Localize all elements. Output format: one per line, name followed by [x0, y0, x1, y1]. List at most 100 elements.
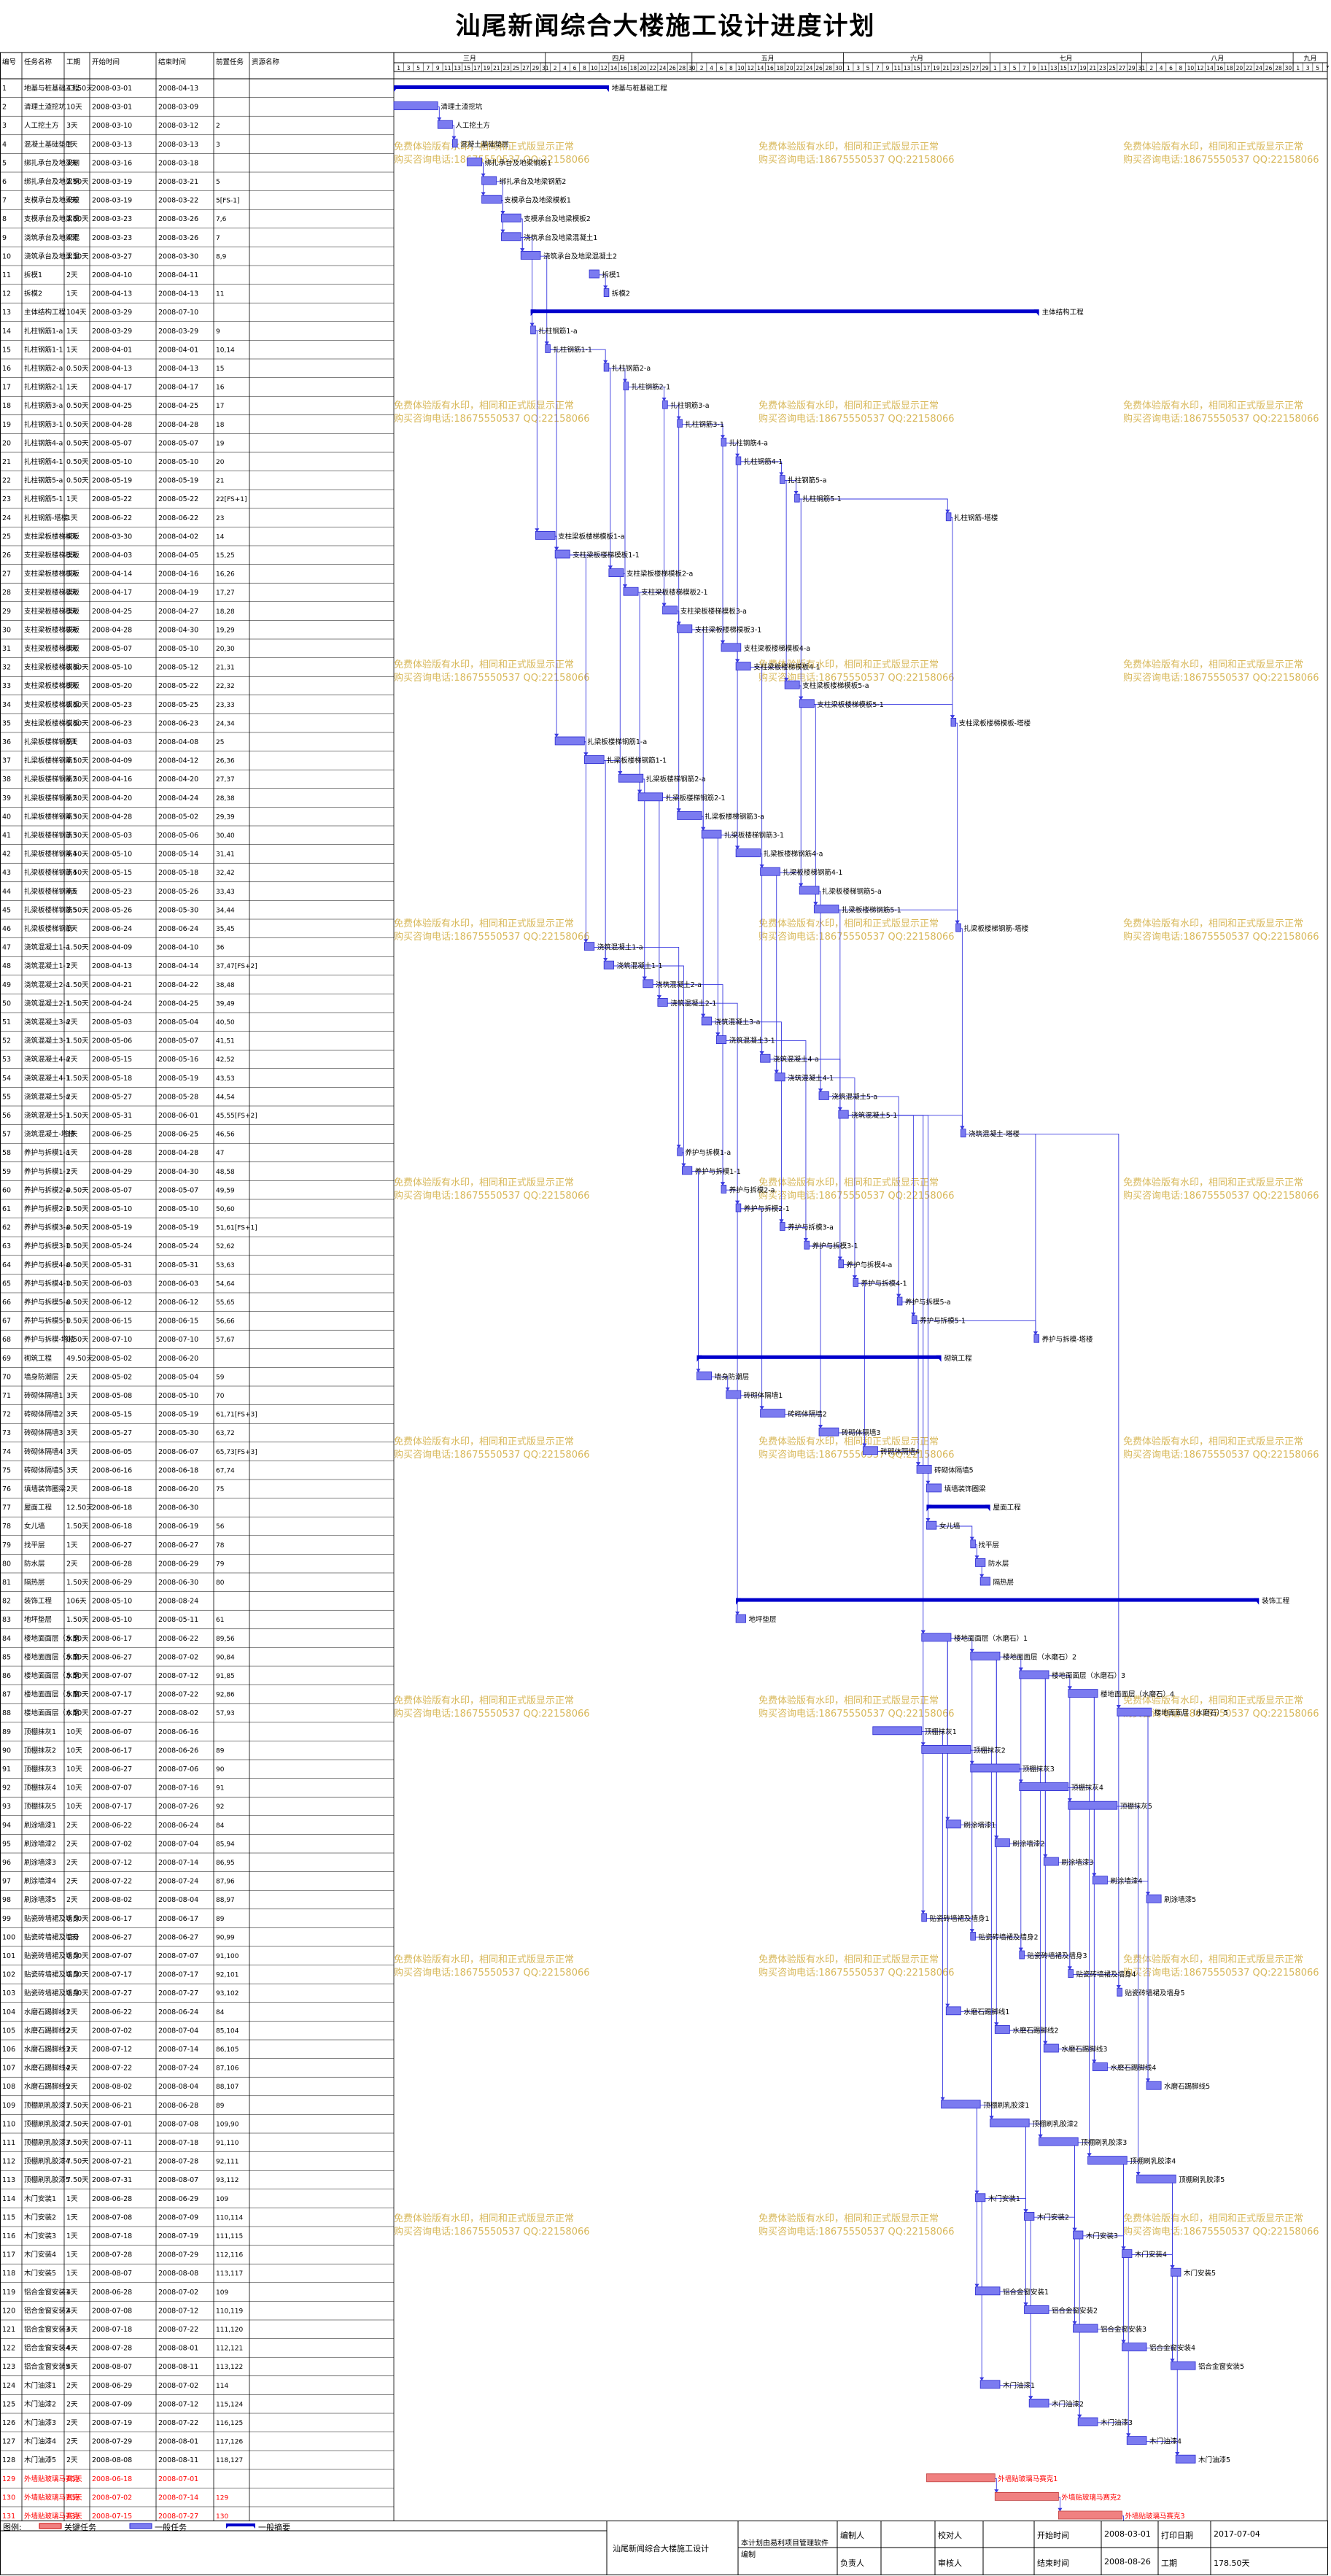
task-duration-cell: 1.50天	[66, 944, 89, 952]
dependency-link	[1009, 2030, 1046, 2045]
task-duration-cell: 5.50天	[66, 1672, 89, 1680]
day-tick-label: 21	[1090, 65, 1097, 71]
task-name-cell: 楼地面面层（水磨	[24, 1690, 80, 1699]
task-name-cell: 浇筑混凝土-塔楼	[24, 1130, 75, 1139]
task-predecessor-cell: 15	[216, 365, 224, 373]
dependency-link	[521, 237, 533, 327]
task-duration-cell: 13天	[66, 2513, 82, 2521]
task-start-cell: 2008-04-03	[92, 738, 132, 746]
day-tick-label: 17	[1070, 65, 1077, 71]
task-end-cell: 2008-04-10	[158, 944, 198, 952]
task-bar	[1019, 1950, 1025, 1960]
watermark-text: 免费体验版有水印，相同和正式版显示正常	[1123, 659, 1303, 670]
task-id-cell: 10	[2, 252, 11, 260]
task-start-cell: 2008-05-08	[92, 1392, 132, 1400]
task-name-cell: 砌筑工程	[24, 1354, 53, 1363]
task-predecessor-cell: 40,50	[216, 1019, 235, 1026]
task-end-cell: 2008-05-07	[158, 1037, 198, 1045]
day-tick-label: 14	[610, 65, 618, 71]
dependency-arrow	[701, 1013, 706, 1018]
task-id-cell: 117	[2, 2251, 15, 2259]
task-id-cell: 59	[2, 1168, 11, 1176]
summary-bar-start-cap	[394, 85, 399, 92]
dependency-arrow	[535, 528, 540, 533]
dependency-link	[776, 872, 780, 1074]
dependency-link	[1024, 1955, 1071, 1970]
task-id-cell: 4	[2, 141, 7, 149]
task-bar	[804, 1240, 810, 1250]
dependency-link	[604, 759, 606, 962]
watermark-text: 免费体验版有水印，相同和正式版显示正常	[758, 1177, 939, 1188]
task-name-cell: 扎梁板楼梯钢筋2	[24, 775, 77, 784]
task-bar	[735, 1614, 746, 1623]
bar-label: 养护与拆模5-1	[920, 1317, 966, 1326]
task-duration-cell: 1天	[66, 1149, 78, 1157]
task-duration-cell: 13天	[66, 2494, 82, 2502]
dependency-link	[1019, 1671, 1022, 1770]
task-bar	[945, 1819, 961, 1829]
task-duration-cell: 4天	[66, 2326, 78, 2334]
task-id-cell: 70	[2, 1373, 11, 1381]
bar-label: 扎柱钢筋5-a	[788, 476, 826, 485]
dependency-arrow	[1087, 2153, 1092, 2157]
bar-label: 刷涂墙漆5	[1164, 1895, 1196, 1904]
task-predecessor-cell: 89	[216, 1916, 225, 1923]
watermark-text: 免费体验版有水印，相同和正式版显示正常	[394, 1177, 574, 1188]
bar-label: 砌筑工程	[944, 1354, 973, 1363]
task-name-cell: 支柱梁板楼梯模板	[24, 570, 80, 579]
task-start-cell: 2008-07-10	[92, 1336, 132, 1344]
dependency-link	[740, 1395, 763, 1410]
task-end-cell: 2008-05-24	[158, 1242, 198, 1250]
watermark-text: 购买咨询电话:18675550537 QQ:22158066	[758, 413, 955, 425]
dependency-link	[950, 517, 953, 719]
task-id-cell: 37	[2, 757, 11, 765]
dependency-link	[667, 1002, 738, 1204]
month-label: 七月	[1059, 55, 1072, 63]
task-predecessor-cell: 52,62	[216, 1243, 235, 1250]
task-start-cell: 2008-03-30	[92, 533, 132, 541]
day-tick-label: 23	[502, 65, 510, 71]
task-predecessor-cell: 53,63	[216, 1262, 235, 1269]
task-start-cell: 2008-05-22	[92, 495, 132, 503]
task-name-cell: 浇筑混凝土3-1	[24, 1037, 70, 1045]
watermark-text: 免费体验版有水印，相同和正式版显示正常	[394, 1954, 574, 1965]
day-tick-label: 29	[532, 65, 540, 71]
task-end-cell: 2008-07-08	[158, 2120, 198, 2128]
task-id-cell: 20	[2, 439, 11, 447]
task-predecessor-cell: 88,107	[216, 2084, 239, 2091]
bar-label: 外墙贴玻璃马赛克1	[998, 2475, 1058, 2483]
task-duration-cell: 0.50天	[66, 1318, 89, 1326]
task-start-cell: 2008-07-18	[92, 2326, 132, 2334]
task-name-cell: 找平层	[24, 1541, 45, 1550]
dependency-link	[643, 778, 645, 980]
task-predecessor-cell: 109	[216, 2196, 228, 2203]
task-name-cell: 扎柱钢筋2-1	[24, 383, 63, 392]
day-tick-label: 22	[796, 65, 803, 71]
task-duration-cell: 3天	[66, 608, 78, 616]
task-name-cell: 木门油漆5	[24, 2456, 56, 2464]
task-bar	[530, 325, 536, 335]
dependency-link	[726, 442, 738, 457]
task-bar	[960, 1129, 966, 1137]
dependency-link	[1117, 1806, 1119, 1989]
task-predecessor-cell: 109	[216, 2289, 228, 2297]
dependency-link	[799, 498, 802, 700]
task-end-cell: 2008-04-08	[158, 738, 198, 746]
task-start-cell: 2008-07-22	[92, 2065, 132, 2073]
task-predecessor-cell: 56,66	[216, 1318, 235, 1326]
task-duration-cell: 4天	[66, 2289, 78, 2297]
day-tick-label: 20	[1236, 65, 1243, 71]
task-duration-cell: 7.50天	[66, 2158, 89, 2166]
dependency-link	[740, 461, 782, 476]
task-start-cell: 2008-05-19	[92, 477, 132, 485]
bar-label: 清理土渣挖坑	[441, 103, 483, 112]
task-predecessor-cell: 16,26	[216, 571, 235, 579]
table-header: 工期	[66, 58, 80, 66]
task-id-cell: 15	[2, 346, 11, 354]
task-end-cell: 2008-07-07	[158, 1952, 198, 1960]
task-name-cell: 绑扎承台及地梁钢	[24, 177, 79, 186]
task-name-cell: 刷涂墙漆1	[24, 1821, 56, 1830]
task-predecessor-cell: 46,56	[216, 1132, 235, 1139]
task-end-cell: 2008-04-30	[158, 626, 198, 634]
task-start-cell: 2008-04-28	[92, 421, 132, 429]
